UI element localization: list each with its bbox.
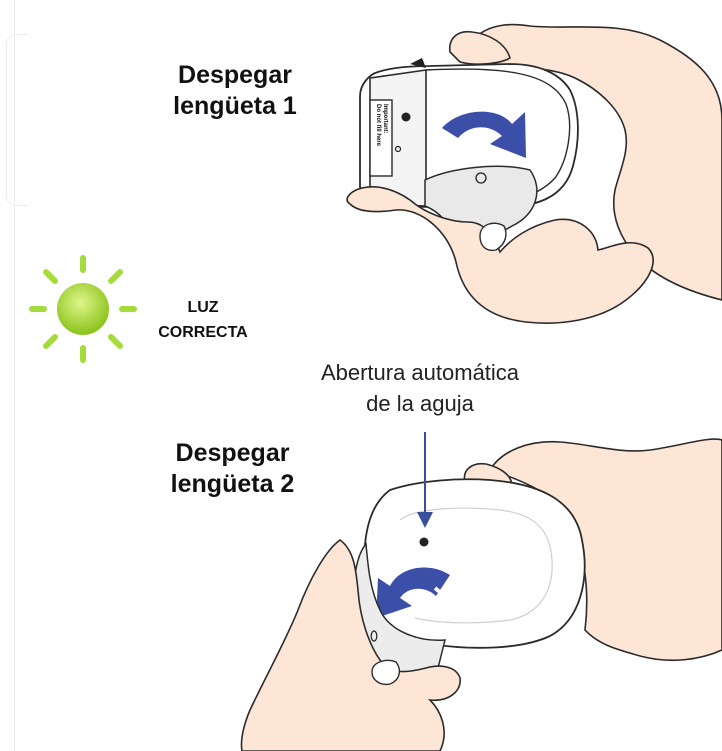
peel-direction-arrow: [442, 111, 526, 158]
peel-direction-arrow: [376, 567, 450, 618]
peel-tab-1-illustration: Important: Do not fill here: [346, 23, 722, 324]
left-hand: [240, 539, 461, 751]
needle-opening-label: Abertura automática de la aguja: [320, 360, 520, 416]
green-light-icon: [57, 283, 109, 335]
step-2-label: Despegar lengüeta 2: [170, 439, 295, 499]
needle-pointer-arrow: [417, 432, 433, 528]
left-hand: [346, 186, 654, 324]
device-warning-label: Important:: [382, 104, 388, 134]
status-light-label: LUZ CORRECTA: [158, 299, 248, 341]
left-margin-tab: [6, 34, 27, 206]
peel-tab-2-illustration: [240, 438, 722, 751]
step-1-label: Despegar lengüeta 1: [173, 61, 297, 121]
svg-text:Do not fill here: Do not fill here: [375, 104, 381, 147]
status-light: [29, 255, 137, 363]
light-rays-icon: [29, 255, 137, 363]
left-margin-rule: [14, 0, 15, 751]
needle-opening-icon: [419, 537, 429, 547]
